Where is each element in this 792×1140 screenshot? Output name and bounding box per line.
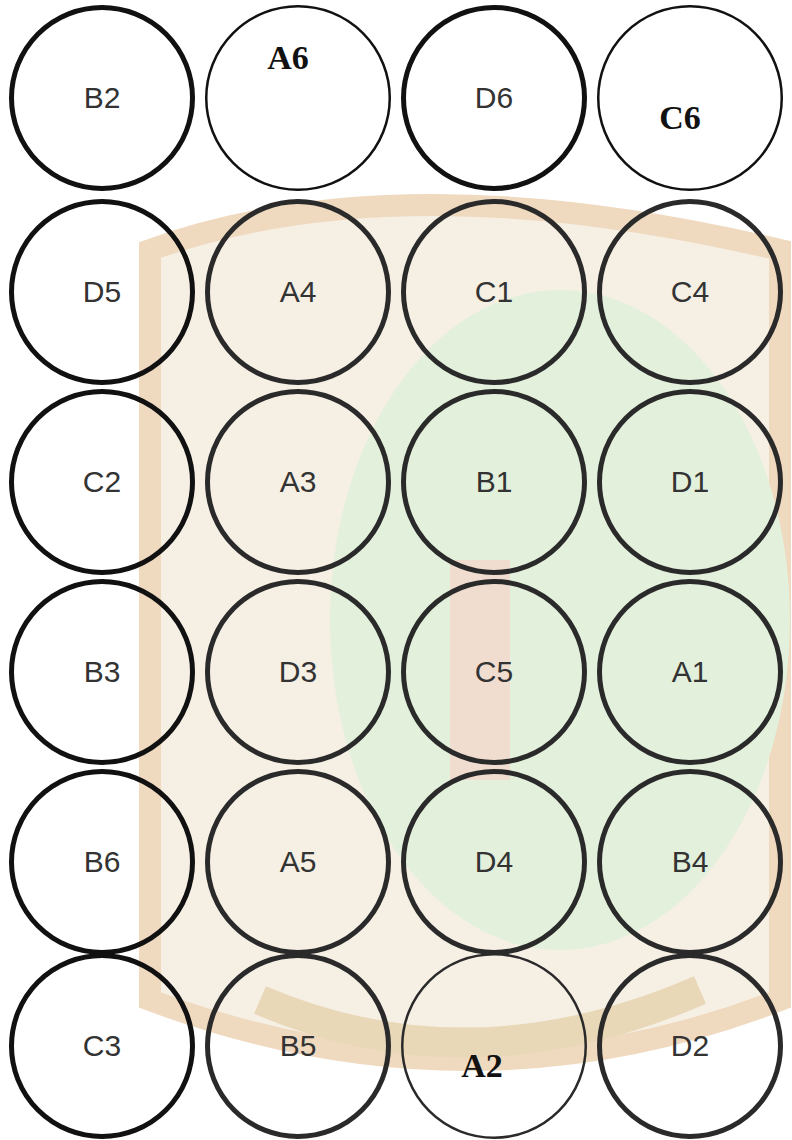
circle-node: D5 bbox=[8, 198, 196, 386]
node-label: A4 bbox=[280, 277, 317, 307]
circle-shape bbox=[208, 202, 389, 383]
node-label: A3 bbox=[280, 467, 317, 497]
node-label: D4 bbox=[475, 847, 513, 877]
circle-shape bbox=[404, 772, 585, 953]
circle-shape bbox=[600, 202, 781, 383]
node-label: B5 bbox=[280, 1031, 317, 1061]
circle-shape bbox=[208, 582, 389, 763]
circle-node: A1 bbox=[596, 578, 784, 766]
circle-node: C4 bbox=[596, 198, 784, 386]
circle-shape bbox=[12, 772, 193, 953]
circle-shape bbox=[600, 392, 781, 573]
circle-node: B3 bbox=[8, 578, 196, 766]
node-label: A6 bbox=[267, 41, 309, 75]
circle-node: C5 bbox=[400, 578, 588, 766]
circle-shape bbox=[206, 6, 390, 190]
node-label: A2 bbox=[461, 1049, 503, 1083]
node-label: C1 bbox=[475, 277, 513, 307]
node-label: C6 bbox=[659, 101, 701, 135]
circle-node: C3 bbox=[8, 952, 196, 1140]
circle-node: C1 bbox=[400, 198, 588, 386]
circle-shape bbox=[208, 392, 389, 573]
node-label: D6 bbox=[475, 83, 513, 113]
circle-outline bbox=[596, 4, 784, 192]
circle-shape bbox=[208, 956, 389, 1137]
circle-node: C6 bbox=[596, 4, 784, 192]
circle-node: A3 bbox=[204, 388, 392, 576]
circle-shape bbox=[12, 392, 193, 573]
node-label: B4 bbox=[672, 847, 709, 877]
circle-shape bbox=[404, 8, 585, 189]
circle-node: A2 bbox=[400, 952, 588, 1140]
circle-node: A5 bbox=[204, 768, 392, 956]
circle-outline bbox=[204, 4, 392, 192]
node-label: D2 bbox=[671, 1031, 709, 1061]
circle-shape bbox=[600, 956, 781, 1137]
circle-node: B5 bbox=[204, 952, 392, 1140]
circle-shape bbox=[404, 202, 585, 383]
circle-shape bbox=[600, 772, 781, 953]
node-label: B6 bbox=[84, 847, 121, 877]
circle-shape bbox=[598, 6, 782, 190]
circle-node: D1 bbox=[596, 388, 784, 576]
node-label: D1 bbox=[671, 467, 709, 497]
circle-node: C2 bbox=[8, 388, 196, 576]
node-label: D5 bbox=[83, 277, 121, 307]
circle-shape bbox=[208, 772, 389, 953]
circle-node: B6 bbox=[8, 768, 196, 956]
circle-shape bbox=[404, 392, 585, 573]
circle-node: B1 bbox=[400, 388, 588, 576]
node-label: B1 bbox=[476, 467, 513, 497]
circle-node: B4 bbox=[596, 768, 784, 956]
node-label: C2 bbox=[83, 467, 121, 497]
node-label: B3 bbox=[84, 657, 121, 687]
circle-node: A4 bbox=[204, 198, 392, 386]
circle-node: D2 bbox=[596, 952, 784, 1140]
node-label: C5 bbox=[475, 657, 513, 687]
node-label: C3 bbox=[83, 1031, 121, 1061]
circle-node: D4 bbox=[400, 768, 588, 956]
circle-shape bbox=[12, 582, 193, 763]
circle-shape bbox=[12, 202, 193, 383]
node-label: A1 bbox=[672, 657, 709, 687]
circle-node: D3 bbox=[204, 578, 392, 766]
circle-shape bbox=[12, 956, 193, 1137]
circle-shape bbox=[402, 954, 586, 1138]
circle-shape bbox=[404, 582, 585, 763]
node-label: C4 bbox=[671, 277, 709, 307]
watermark-ribbon bbox=[260, 990, 700, 1043]
node-label: B2 bbox=[84, 83, 121, 113]
circle-node: B2 bbox=[8, 4, 196, 192]
circle-node: D6 bbox=[400, 4, 588, 192]
circle-shape bbox=[600, 582, 781, 763]
watermark-field bbox=[330, 290, 790, 950]
node-label: D3 bbox=[279, 657, 317, 687]
circle-node: A6 bbox=[204, 4, 392, 192]
circle-shape bbox=[12, 8, 193, 189]
circle-outline bbox=[400, 952, 588, 1140]
node-label: A5 bbox=[280, 847, 317, 877]
